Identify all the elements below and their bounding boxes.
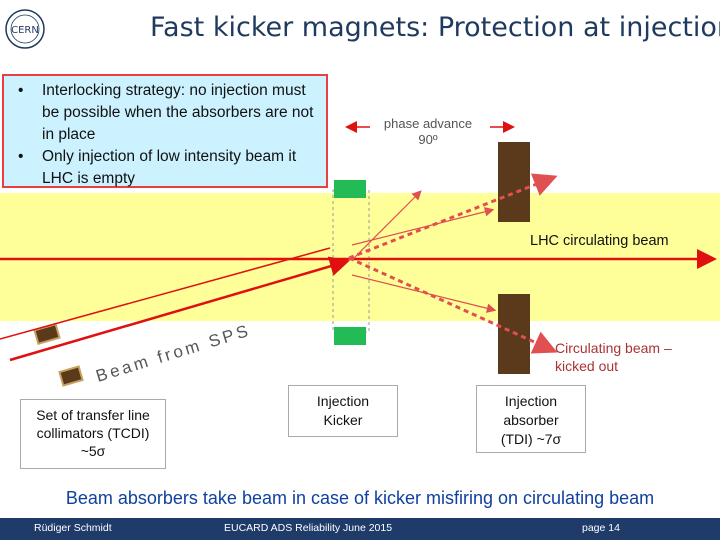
injection-absorber-line3: (TDI) ~7σ [500, 431, 562, 447]
kicker-magnet-top [334, 180, 366, 198]
kicked-path-up [348, 173, 558, 260]
bullet-marker: • [18, 82, 24, 99]
injection-kicker-box: Injection Kicker [288, 385, 398, 437]
beam-pipe-band [0, 193, 720, 321]
tcdi-block-2 [58, 365, 84, 387]
kicker-outline [332, 189, 370, 333]
footer-bar: Rüdiger Schmidt EUCARD ADS Reliability J… [0, 518, 720, 540]
phase-advance-label: phase advance 90º [362, 116, 494, 148]
kicker-magnet-bottom [334, 327, 366, 345]
injection-absorber-line2: absorber [503, 412, 559, 428]
kicked-path-down [348, 256, 558, 354]
lhc-circulating-beam-label: LHC circulating beam [530, 233, 669, 249]
deflect-arrow-thin-up [351, 207, 495, 246]
logo-text: CERN [11, 25, 39, 36]
bullet-marker: • [18, 148, 24, 165]
tcdi-line2: collimators (TCDI) [36, 425, 150, 441]
bullet-text: Interlocking strategy: no injection must… [42, 82, 314, 143]
main-statement: Beam absorbers take beam in case of kick… [65, 488, 655, 508]
phase-advance-line2: 90º [418, 132, 438, 147]
injection-kicker-line1: Injection [316, 393, 370, 409]
injection-kicker-line2: Kicker [323, 412, 363, 428]
tcdi-block-1 [33, 323, 61, 345]
absorber-block-top [498, 142, 530, 222]
bullet-text: Only injection of low intensity beam it … [42, 148, 297, 187]
circulating-label-line1: Circulating beam – [555, 340, 672, 356]
beam-from-sps-label: Beam from SPS [94, 321, 253, 386]
bullet-box: • Interlocking strategy: no injection mu… [2, 74, 328, 188]
circulating-kicked-label: Circulating beam – kicked out [555, 339, 720, 375]
injected-beam-line-2 [0, 247, 331, 340]
circulating-label-line2: kicked out [555, 358, 619, 374]
injection-absorber-line1: Injection [504, 393, 558, 409]
tcdi-line1: Set of transfer line [36, 407, 150, 423]
footer-author: Rüdiger Schmidt [34, 522, 112, 534]
footer-event: EUCARD ADS Reliability June 2015 [224, 522, 393, 534]
tcdi-box: Set of transfer line collimators (TCDI) … [20, 399, 166, 469]
phase-advance-line1: phase advance [383, 116, 473, 131]
deflect-arrow-steep [351, 190, 422, 261]
footer-page: page 14 [582, 522, 620, 534]
page-title: Fast kicker magnets: Protection at injec… [150, 12, 720, 43]
injection-absorber-box: Injection absorber (TDI) ~7σ [476, 385, 586, 453]
cern-logo: CERN [4, 8, 46, 50]
injected-beam-line [9, 256, 350, 362]
tcdi-line3: ~5σ [80, 443, 106, 459]
deflect-arrow-thin-down [351, 274, 497, 313]
